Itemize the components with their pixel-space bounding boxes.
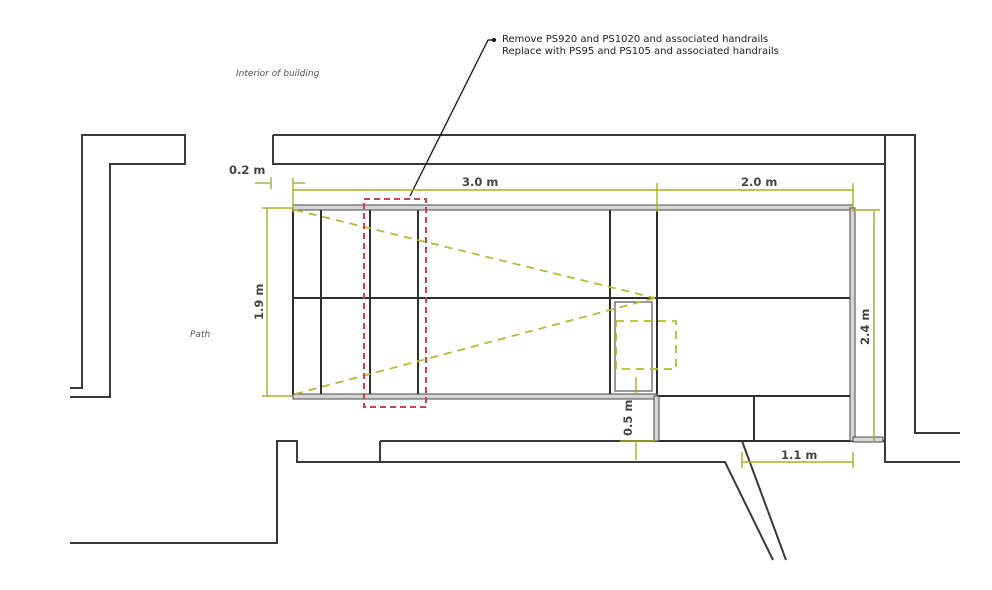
annotation-leader	[409, 38, 496, 197]
label-path: Path	[190, 330, 211, 340]
removal-highlight-box	[363, 198, 427, 408]
dimension-gap-0-5m: 0.5 m	[621, 399, 635, 436]
dimension-length-3-0m: 3.0 m	[462, 175, 499, 189]
dimension-height-1-9m: 1.9 m	[252, 283, 266, 320]
building-walls	[70, 134, 960, 561]
annotation-note-remove: Remove PS920 and PS1020 and associated h…	[502, 34, 769, 45]
dimension-lines	[255, 177, 880, 468]
annotation-note-replace: Replace with PS95 and PS105 and associat…	[502, 46, 779, 57]
dimension-height-2-4m: 2.4 m	[858, 308, 872, 345]
label-interior-of-building: Interior of building	[236, 69, 320, 79]
dimension-width-1-1m: 1.1 m	[781, 448, 818, 462]
dimension-gap-0-2m: 0.2 m	[229, 163, 266, 177]
sight-lines	[294, 209, 677, 395]
dimension-length-2-0m: 2.0 m	[741, 175, 778, 189]
